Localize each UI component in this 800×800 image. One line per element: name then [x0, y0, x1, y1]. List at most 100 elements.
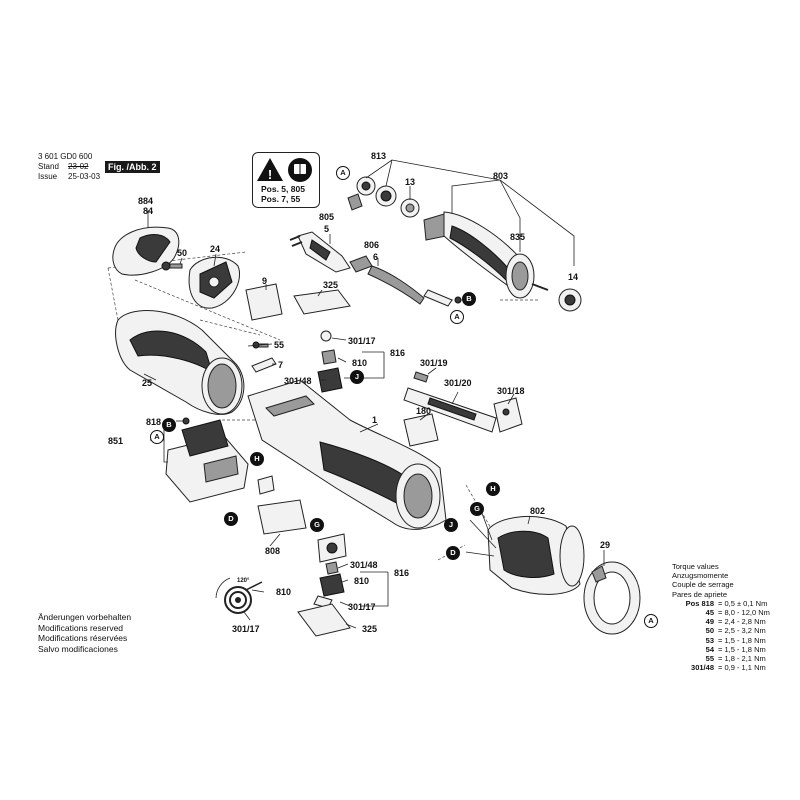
callout-301_19: 301/19: [420, 358, 448, 368]
part-stator-802: [465, 507, 585, 595]
callout-13: 13: [405, 177, 416, 187]
svg-text:!: !: [268, 167, 272, 182]
callout-805: 805: [319, 212, 335, 222]
callout-808: 808: [265, 546, 281, 556]
callout-816b: 816: [394, 568, 410, 578]
torque-value: = 8,0 - 12,0 Nm: [718, 608, 770, 618]
callout-84: 84: [143, 206, 154, 216]
torque-title: Couple de serrage: [672, 580, 734, 590]
part-label-180: [403, 413, 439, 447]
callout-25: 25: [142, 378, 153, 388]
torque-row: Pos 818 = 0,5 ± 0,1 Nm: [672, 599, 770, 608]
torque-row: 45 = 8,0 - 12,0 Nm: [672, 608, 770, 617]
marker-D1: D: [224, 512, 238, 526]
callout-29: 29: [600, 540, 611, 550]
part-insulation-325-bottom: [297, 603, 351, 637]
part-screw-50: [161, 261, 183, 271]
torque-pos: 55: [705, 654, 714, 664]
marker-A4: A: [644, 614, 658, 628]
callout-1: 1: [372, 415, 378, 425]
callout-818: 818: [146, 417, 162, 427]
part-brush-holder-top: [317, 330, 343, 393]
figure-label: Fig. /Abb. 2: [105, 161, 160, 173]
torque-table: Torque values Anzugsmomente Couple de se…: [672, 562, 770, 672]
marker-D2: D: [446, 546, 460, 560]
part-motor-housing-1: [247, 379, 447, 530]
callout-55: 55: [274, 340, 285, 350]
torque-pos: 54: [705, 644, 714, 654]
callout-301_18: 301/18: [497, 386, 525, 396]
marker-J1: J: [350, 370, 364, 384]
torque-row: 55= 1,8 - 2,1 Nm: [672, 654, 770, 663]
callout-301_20: 301/20: [444, 378, 472, 388]
callout-5: 5: [324, 224, 330, 234]
part-armature-803: [423, 211, 549, 299]
callout-301_17b: 301/17: [348, 602, 376, 612]
marker-G1: G: [470, 502, 484, 516]
callout-810b: 810: [354, 576, 370, 586]
marker-B1: B: [462, 292, 476, 306]
warning-box: ! Pos. 5, 805 Pos. 7, 55: [252, 152, 320, 208]
torque-pos: Pos 818: [685, 598, 714, 608]
torque-pos: 45: [705, 608, 714, 618]
note-line: Modifications réservées: [38, 633, 128, 643]
callout-816a: 816: [390, 348, 406, 358]
torque-value: = 1,5 - 1,8 Nm: [718, 635, 766, 645]
callout-301_48a: 301/48: [284, 376, 312, 386]
notes-block: Änderungen vorbehalten Modifications res…: [38, 612, 131, 654]
callout-813: 813: [371, 151, 387, 161]
part-ring-13: [400, 198, 420, 218]
marker-H2: H: [250, 452, 264, 466]
torque-value: = 1,5 - 1,8 Nm: [718, 644, 766, 654]
warning-line-1: Pos. 5, 805: [261, 184, 305, 194]
torque-pos: 50: [705, 626, 714, 636]
marker-J2: J: [444, 518, 458, 532]
torque-title: Pares de apriete: [672, 589, 728, 599]
torque-value: = 0,5 ± 0,1 Nm: [718, 598, 768, 608]
callout-9: 9: [262, 276, 268, 286]
part-number: 3 601 GD0 600: [38, 152, 93, 161]
stand-label: Stand: [38, 162, 59, 171]
torque-pos: 301/48: [691, 663, 714, 673]
torque-title: Anzugsmomente: [672, 571, 729, 581]
callout-810c: 810: [276, 587, 292, 597]
torque-row: 54 = 1,5 - 1,8 Nm: [672, 645, 770, 654]
marker-A1: A: [336, 166, 350, 180]
callout-180: 180: [416, 406, 432, 416]
marker-B2: B: [162, 418, 176, 432]
marker-A2: A: [450, 310, 464, 324]
callout-24: 24: [210, 244, 221, 254]
part-housing-cap-25: [115, 310, 245, 415]
stand-value: 23-02: [68, 162, 89, 171]
torque-row: 53 = 1,5 - 1,8 Nm: [672, 636, 770, 645]
part-bearing-14: [558, 288, 582, 312]
warning-line-2: Pos. 7, 55: [261, 194, 301, 204]
issue-value: 25-03-03: [68, 172, 101, 181]
part-clip: [347, 193, 363, 211]
callout-835: 835: [510, 232, 526, 242]
part-ring-29: [583, 561, 641, 635]
part-cable-805: [289, 231, 373, 273]
torque-pos: 49: [705, 617, 714, 627]
part-bearing-813: [356, 176, 397, 207]
part-clamp-7: [251, 357, 277, 373]
callout-884: 884: [138, 196, 154, 206]
part-spring-810: [215, 577, 263, 614]
callout-angle: 120°: [237, 578, 250, 584]
torque-row: 50= 2,5 - 3,2 Nm: [672, 626, 770, 635]
callout-810a: 810: [352, 358, 368, 368]
callout-325b: 325: [362, 624, 378, 634]
note-line: Änderungen vorbehalten: [38, 612, 132, 622]
callout-14: 14: [568, 272, 579, 282]
note-line: Modifications reserved: [38, 622, 124, 633]
torque-rows: Pos 818 = 0,5 ± 0,1 Nm 45 = 8,0 - 12,0 Nm 49…: [672, 599, 770, 673]
torque-value: = 0,9 - 1,1 Nm: [718, 663, 766, 673]
torque-pos: 53: [705, 635, 714, 645]
note-line: Salvo modificaciones: [38, 643, 118, 654]
callout-851: 851: [108, 436, 124, 446]
callout-325a: 325: [323, 280, 339, 290]
part-electronics-851: [165, 417, 275, 503]
callout-301_17a: 301/17: [348, 336, 376, 346]
callout-806: 806: [364, 240, 380, 250]
